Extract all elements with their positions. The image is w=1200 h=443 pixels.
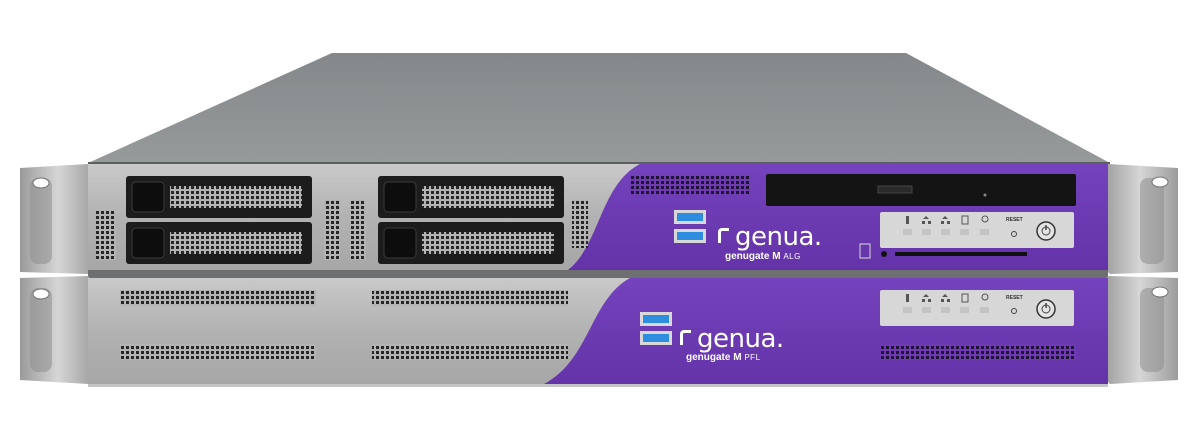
lower-model-name: genugate M	[686, 352, 742, 363]
drive-bay[interactable]	[126, 176, 312, 218]
status-leds	[903, 229, 989, 235]
drive-bay[interactable]	[378, 176, 564, 218]
reset-button[interactable]	[1011, 231, 1017, 237]
status-leds	[903, 307, 989, 313]
upper-unit	[20, 164, 1178, 274]
vent-grille	[96, 210, 116, 260]
vent-grille	[572, 200, 588, 248]
usb-port[interactable]	[640, 331, 672, 345]
reset-button[interactable]	[1011, 308, 1017, 314]
lightbulb-icon	[981, 215, 989, 223]
lower-unit	[20, 276, 1178, 384]
card-slot[interactable]	[895, 252, 1027, 256]
intrusion-indicator	[859, 243, 871, 259]
usb-port[interactable]	[640, 312, 672, 326]
vent-grille	[350, 200, 366, 260]
upper-model-name: genugate M	[725, 251, 781, 262]
lightbulb-icon	[981, 293, 989, 301]
power-button[interactable]	[1036, 221, 1056, 241]
vent-grille	[880, 344, 1076, 360]
usb-port[interactable]	[674, 210, 706, 224]
vent-grille	[372, 290, 568, 306]
genua-mark-icon	[680, 330, 691, 345]
usb-port[interactable]	[674, 229, 706, 243]
drive-bay[interactable]	[126, 222, 312, 264]
network-icon	[941, 294, 950, 302]
drive-bay[interactable]	[378, 222, 564, 264]
status-led	[881, 251, 887, 257]
vent-grille	[120, 344, 316, 360]
thermometer-icon	[906, 294, 909, 302]
lower-brand-logo: genua.	[680, 324, 784, 354]
thermometer-icon	[906, 216, 909, 224]
vent-grille	[372, 344, 568, 360]
upper-reset-label: RESET	[1006, 217, 1023, 223]
vent-grille	[630, 176, 750, 194]
chassis-lid	[88, 53, 1110, 163]
vent-grille	[324, 200, 340, 260]
network-icon	[941, 216, 950, 224]
upper-model-label: genugate M ALG	[725, 251, 801, 262]
status-icons	[906, 293, 989, 303]
status-icons	[906, 215, 989, 225]
vent-grille	[120, 290, 316, 306]
drive-icon	[961, 293, 969, 303]
power-button[interactable]	[1036, 299, 1056, 319]
network-icon	[922, 216, 931, 224]
network-icon	[922, 294, 931, 302]
lower-reset-label: RESET	[1006, 295, 1023, 301]
upper-brand-text: genua.	[735, 222, 822, 252]
upper-model-variant: ALG	[783, 252, 801, 261]
upper-brand-logo: genua.	[718, 222, 822, 252]
lower-model-label: genugate M PFL	[686, 352, 761, 363]
optical-drive[interactable]	[766, 174, 1076, 206]
genua-mark-icon	[718, 228, 729, 243]
lower-brand-text: genua.	[697, 324, 784, 354]
lower-model-variant: PFL	[744, 353, 761, 362]
drive-icon	[961, 215, 969, 225]
